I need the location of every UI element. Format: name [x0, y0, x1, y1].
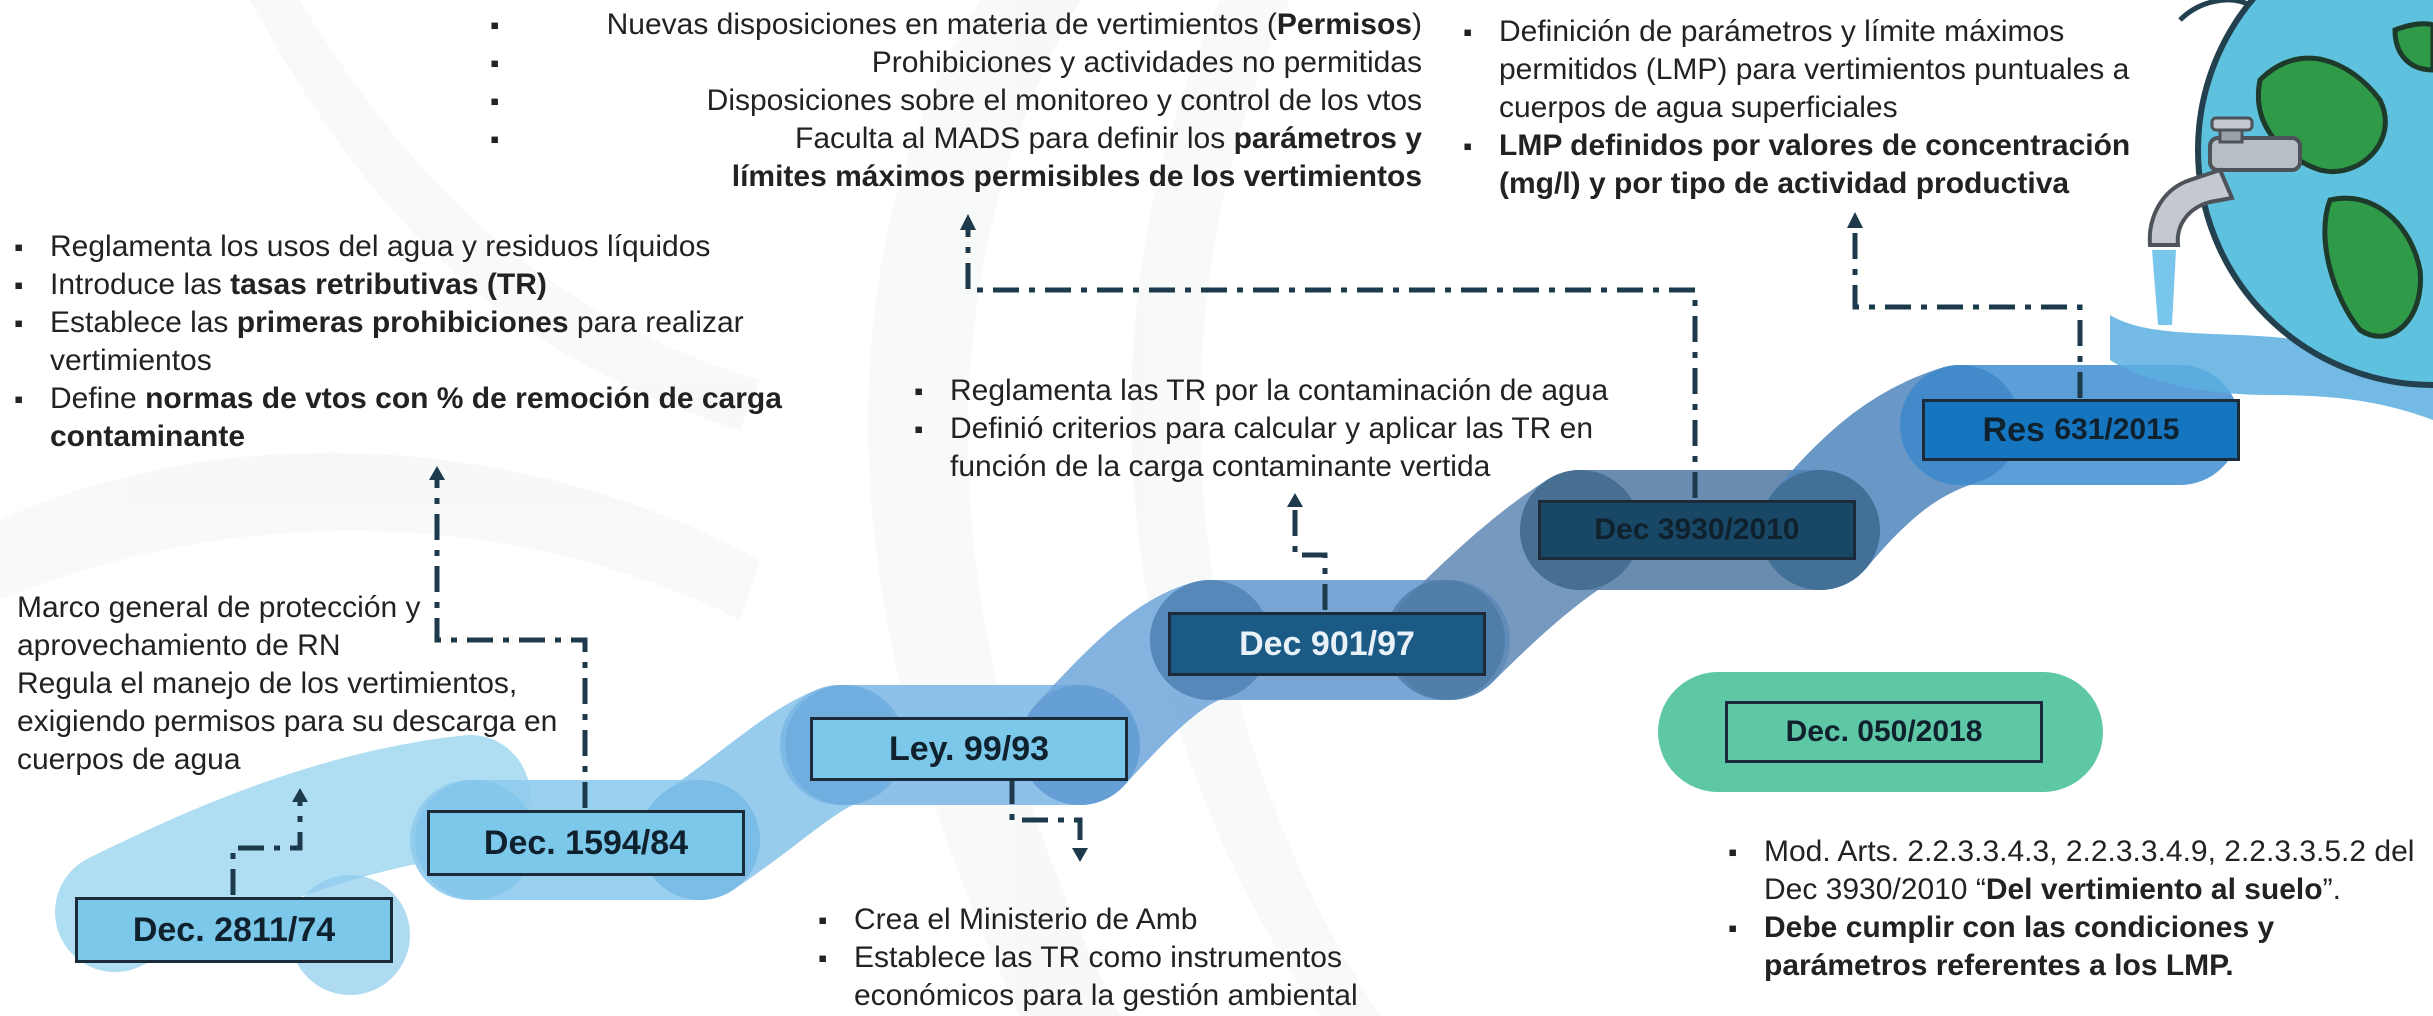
arrow-up-dec2811 — [292, 788, 308, 802]
arrow-up-dec1594 — [429, 466, 445, 480]
milestone-dec-1594-84: Dec. 1594/84 — [427, 810, 745, 876]
note-dec1594-item: Define normas de vtos con % de remoción … — [14, 380, 854, 456]
arrow-up-res631 — [1847, 212, 1863, 228]
note-dec3930-item: Faculta al MADS para definir los parámet… — [490, 120, 1422, 196]
note-dec3930: Nuevas disposiciones en materia de verti… — [490, 6, 1422, 196]
note-ley99-item: Establece las TR como instrumentos econó… — [818, 939, 1418, 1015]
note-dec3930-item: Prohibiciones y actividades no permitida… — [490, 44, 1422, 82]
note-dec1594-item: Introduce las tasas retributivas (TR) — [14, 266, 854, 304]
globe-faucet-icon — [2110, 0, 2433, 420]
note-dec1594: Reglamenta los usos del agua y residuos … — [14, 228, 854, 456]
note-dec1594-item: Reglamenta los usos del agua y residuos … — [14, 228, 854, 266]
band-step-1 — [55, 735, 530, 972]
connector-dec3930 — [965, 228, 1698, 498]
milestone-ley-99-93: Ley. 99/93 — [810, 717, 1128, 781]
note-dec901: Reglamenta las TR por la contaminación d… — [914, 372, 1674, 486]
note-dec901-item: Reglamenta las TR por la contaminación d… — [914, 372, 1674, 410]
connector-dec901 — [1292, 505, 1328, 610]
arrow-heads — [292, 212, 1863, 862]
note-dec050: Mod. Arts. 2.2.3.3.4.3, 2.2.3.3.4.9, 2.2… — [1728, 833, 2428, 985]
connector-ley99 — [1009, 778, 1083, 848]
note-dec050-item: Mod. Arts. 2.2.3.3.4.3, 2.2.3.3.4.9, 2.2… — [1728, 833, 2428, 909]
note-ley99-item: Crea el Ministerio de Amb — [818, 901, 1418, 939]
connectors — [230, 225, 2083, 895]
note-dec2811: Marco general de protección y aprovecham… — [17, 591, 558, 776]
arrow-down-ley99 — [1072, 848, 1088, 862]
note-dec901-item: Definió criterios para calcular y aplica… — [914, 410, 1674, 486]
arrow-up-dec3930 — [960, 214, 976, 230]
milestone-dec-050-2018: Dec. 050/2018 — [1725, 701, 2043, 763]
milestone-res-631-2015: Res 631/2015 — [1922, 399, 2240, 461]
note-res631-item: LMP definidos por valores de concentraci… — [1463, 127, 2183, 203]
milestone-dec-3930-2010: Dec 3930/2010 — [1538, 500, 1856, 560]
note-dec3930-item: Disposiciones sobre el monitoreo y contr… — [490, 82, 1422, 120]
note-dec050-item: Debe cumplir con las condiciones y parám… — [1728, 909, 2428, 985]
connector-dec2811 — [230, 800, 303, 895]
note-dec1594-item: Establece las primeras prohibiciones par… — [14, 304, 854, 380]
note-res631-item: Definición de parámetros y límite máximo… — [1463, 13, 2183, 127]
milestone-dec-2811-74: Dec. 2811/74 — [75, 897, 393, 963]
arrow-up-dec901 — [1287, 493, 1303, 507]
note-res631: Definición de parámetros y límite máximo… — [1463, 13, 2183, 203]
note-ley99: Crea el Ministerio de Amb Establece las … — [818, 901, 1418, 1015]
milestone-dec-901-97: Dec 901/97 — [1168, 612, 1486, 676]
note-dec3930-item: Nuevas disposiciones en materia de verti… — [490, 6, 1422, 44]
